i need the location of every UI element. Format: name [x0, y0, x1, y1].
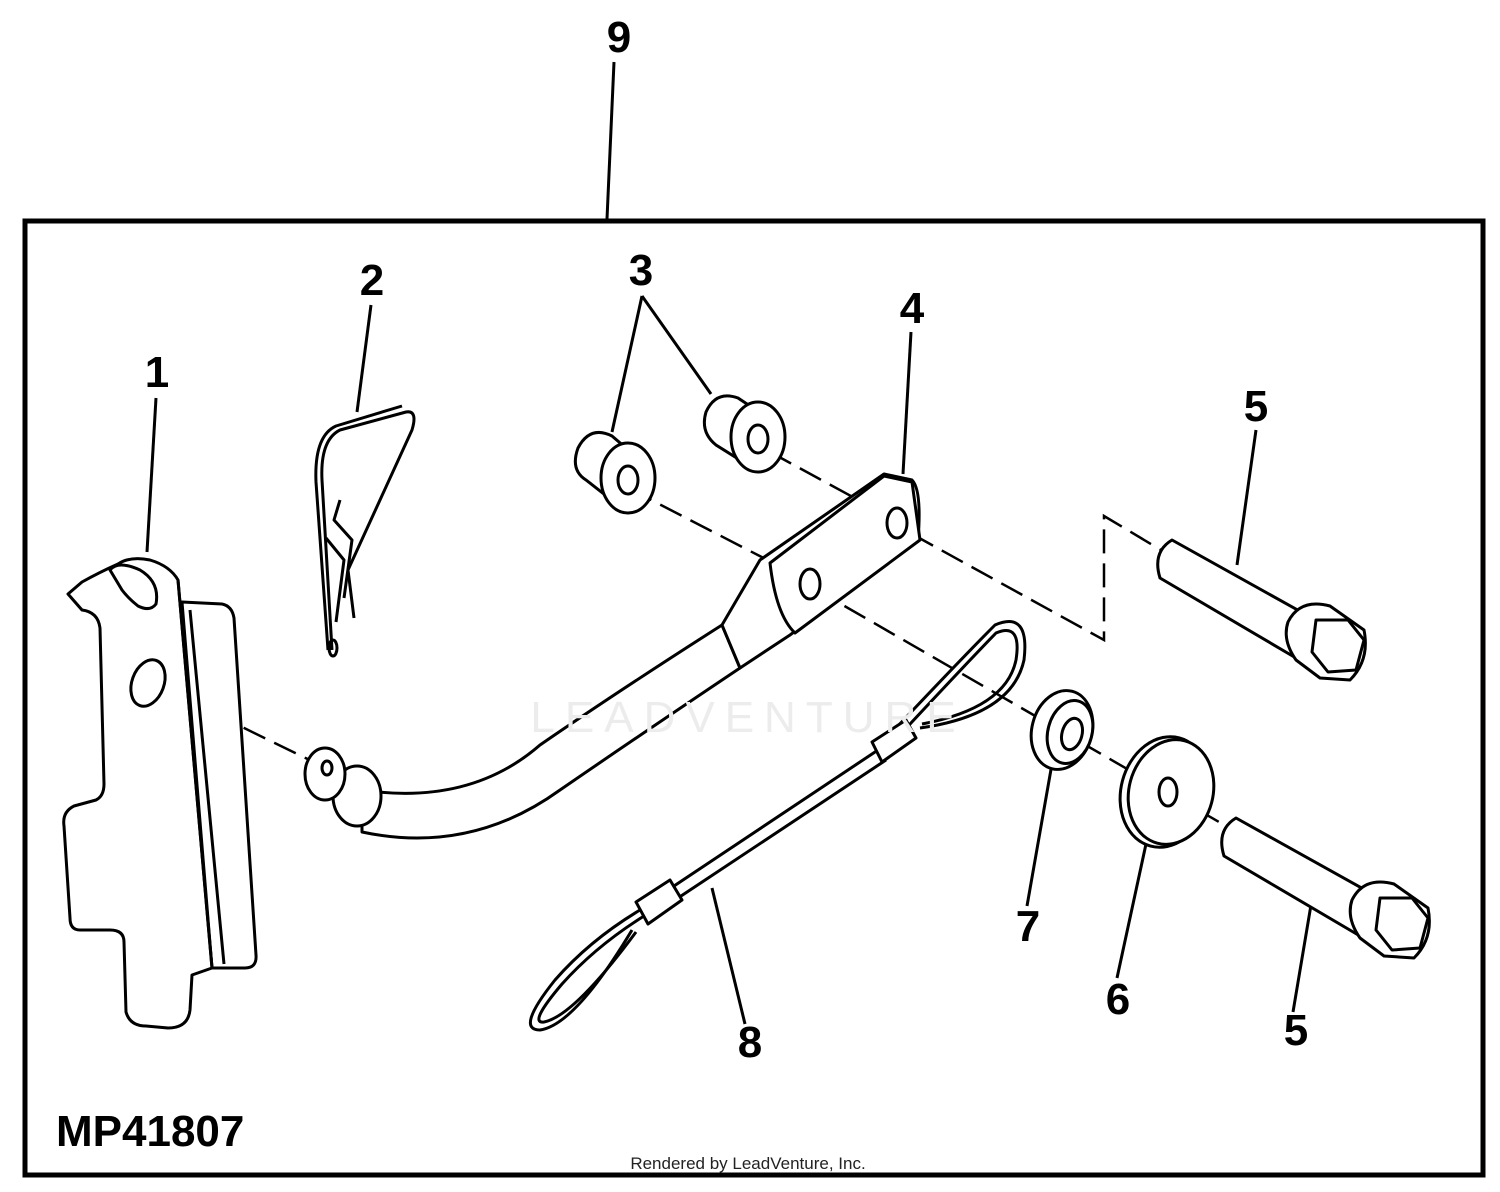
- callout-4: 4: [899, 284, 925, 333]
- arm-hole-upper: [885, 506, 909, 540]
- callout-1: 1: [144, 348, 170, 397]
- callout-8: 8: [737, 1018, 763, 1067]
- leader-4: [901, 331, 913, 475]
- callout-2: 2: [359, 256, 385, 305]
- drawing-number: MP41807: [56, 1107, 245, 1156]
- bushing-right-part-3: [702, 394, 787, 474]
- callout-5-lower: 5: [1283, 1006, 1309, 1055]
- hair-pin-clip-part-2: [314, 404, 416, 658]
- leader-9: [605, 61, 616, 220]
- leader-lines: [145, 61, 1315, 1025]
- leader-3b: [640, 295, 713, 395]
- diagram-frame: [22, 218, 1486, 1178]
- leader-2: [355, 304, 373, 413]
- leader-3a: [610, 295, 644, 433]
- arm-hole-lower: [798, 567, 822, 601]
- watermark: LEADVENTURE: [530, 693, 966, 742]
- callout-3: 3: [628, 246, 654, 295]
- hitch-pin-assembly-part-9: [303, 472, 922, 840]
- callout-6: 6: [1105, 975, 1131, 1024]
- leader-6: [1115, 843, 1148, 979]
- cable-ferrule-lower: [634, 878, 684, 926]
- leader-7: [1025, 757, 1055, 907]
- lanyard-cable-part-8: [529, 620, 1027, 1032]
- cable-ferrule-upper: [870, 718, 918, 764]
- leader-1: [145, 397, 158, 553]
- bolt-lower-part-5: [1220, 816, 1431, 960]
- callout-9: 9: [606, 13, 632, 62]
- centerline-upper-bolt: [911, 513, 1167, 643]
- plate-hole: [129, 658, 167, 708]
- bolt-upper-part-5: [1156, 538, 1367, 682]
- leader-5-upper: [1235, 429, 1258, 566]
- leader-5-lower: [1291, 892, 1315, 1013]
- leader-8: [710, 887, 747, 1025]
- render-credit: Rendered by LeadVenture, Inc.: [630, 1154, 866, 1173]
- callout-5-upper: 5: [1243, 382, 1269, 431]
- lock-washer-part-7: [1029, 689, 1095, 771]
- callout-7: 7: [1015, 902, 1041, 951]
- bushing-left-part-3: [573, 431, 657, 515]
- flat-washer-part-6: [1118, 735, 1216, 849]
- bracket-plate-part-1: [62, 557, 258, 1030]
